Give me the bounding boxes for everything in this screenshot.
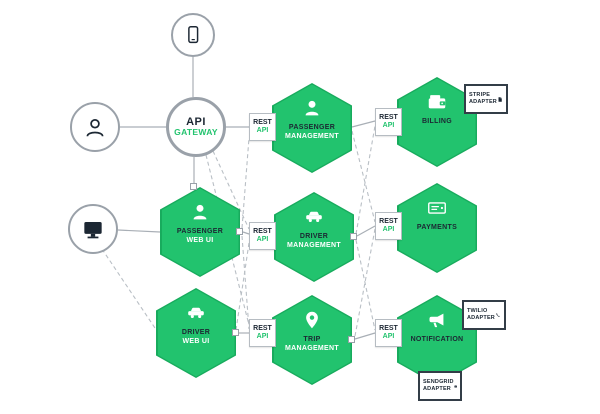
rest-label: REST: [379, 324, 398, 332]
map-pin-icon: [306, 311, 318, 329]
service-passenger-web-ui: PASSENGER WEB UI: [160, 187, 240, 277]
person-icon: [193, 204, 207, 220]
person-icon: [86, 118, 104, 137]
adapter-label-line2: ADAPTER: [467, 315, 495, 321]
service-label-line2: MANAGEMENT: [285, 133, 339, 141]
service-label-line1: PASSENGER: [288, 124, 336, 131]
envelope-icon: [454, 385, 457, 387]
api-label: API: [382, 122, 395, 129]
adapter-label-line2: ADAPTER: [469, 99, 497, 105]
service-label-line2: WEB UI: [186, 237, 214, 245]
wallet-icon: [428, 95, 446, 109]
rest-label: REST: [253, 324, 272, 332]
service-label-line1: DRIVER: [181, 329, 211, 336]
twilio-adapter: TWILIO ADAPTER: [462, 300, 506, 330]
adapter-label-line2: ADAPTER: [423, 386, 451, 392]
service-passenger-management: PASSENGER MANAGEMENT: [272, 83, 352, 173]
sendgrid-adapter: SENDGRID ADAPTER: [418, 371, 462, 401]
person-icon: [305, 100, 319, 116]
service-label-line1: PAYMENTS: [416, 224, 458, 231]
service-driver-management: DRIVER MANAGEMENT: [274, 192, 354, 282]
adapter-label-line1: TWILIO: [467, 308, 488, 315]
rest-label: REST: [253, 227, 272, 235]
adapter-label-line1: STRIPE: [469, 92, 491, 99]
api-label: API: [256, 333, 269, 340]
connector-node: [348, 336, 355, 343]
rest-label: REST: [253, 118, 272, 126]
service-billing: BILLING: [397, 77, 477, 167]
desktop-node: [68, 204, 118, 254]
rest-label: REST: [379, 217, 398, 225]
service-payments: PAYMENTS: [397, 183, 477, 273]
connector-node: [232, 329, 239, 336]
service-label-line2: MANAGEMENT: [285, 345, 339, 353]
car-icon: [306, 211, 322, 223]
rest-label: REST: [379, 113, 398, 121]
monitor-icon: [84, 221, 102, 239]
rest-api-box-driver-management: REST API: [249, 222, 276, 250]
stripe-adapter: STRIPE ADAPTER: [464, 84, 508, 114]
service-label-line2: MANAGEMENT: [287, 242, 341, 250]
api-label: API: [382, 333, 395, 340]
cheque-icon: [428, 202, 446, 214]
rest-api-box-billing: REST API: [375, 108, 402, 136]
rest-api-box-payments: REST API: [375, 212, 402, 240]
service-label-line1: NOTIFICATION: [410, 336, 464, 343]
smartphone-node: [171, 13, 215, 57]
service-trip-management: TRIP MANAGEMENT: [272, 295, 352, 385]
phone-icon: [496, 312, 500, 317]
rest-api-box-notification: REST API: [375, 319, 402, 347]
api-label: API: [256, 127, 269, 134]
connector-node: [190, 183, 197, 190]
gateway-label-line2: GATEWAY: [174, 127, 218, 138]
service-driver-web-ui: DRIVER WEB UI: [156, 288, 236, 378]
service-label-line1: TRIP: [303, 336, 321, 343]
megaphone-icon: [429, 313, 444, 328]
gateway-label-line1: API: [186, 116, 206, 129]
receipt-icon: [498, 96, 502, 102]
connector-node: [350, 233, 357, 240]
api-label: API: [256, 236, 269, 243]
solid-links: [117, 57, 376, 340]
service-label-line1: BILLING: [421, 118, 453, 125]
api-gateway-node: API GATEWAY: [166, 97, 226, 157]
rest-api-box-trip-management: REST API: [249, 319, 276, 347]
service-label-line1: PASSENGER: [176, 228, 224, 235]
smartphone-icon: [188, 26, 199, 44]
connector-node: [236, 228, 243, 235]
rest-api-box-passenger-management: REST API: [249, 113, 276, 141]
car-icon: [188, 307, 204, 319]
passenger-node: [70, 102, 120, 152]
service-notification: NOTIFICATION: [397, 295, 477, 385]
adapter-label-line1: SENDGRID: [423, 379, 454, 386]
service-label-line1: DRIVER: [299, 233, 329, 240]
api-label: API: [382, 226, 395, 233]
service-label-line2: WEB UI: [182, 338, 210, 346]
